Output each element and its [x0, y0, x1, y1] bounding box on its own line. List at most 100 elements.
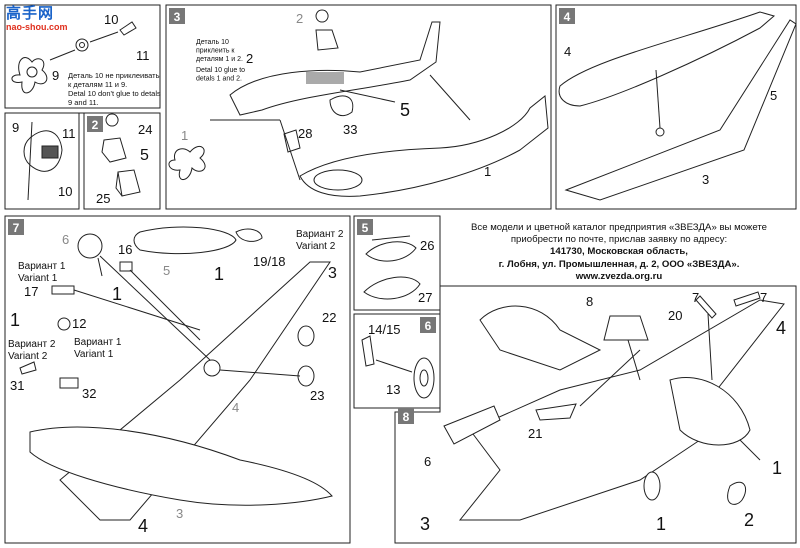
callout-5: 5 — [163, 263, 170, 278]
callout-4: 4 — [564, 44, 571, 59]
callout-6: 6 — [424, 454, 431, 469]
callout-3: 3 — [328, 265, 337, 282]
variant2a-en: Variant 2 — [296, 241, 336, 252]
callout-24: 24 — [138, 122, 152, 137]
callout-c10: 10 — [58, 184, 72, 199]
callout-1b: 1 — [656, 514, 666, 534]
info-website[interactable]: www.zvezda.org.ru — [575, 270, 663, 282]
svg-text:6: 6 — [425, 319, 432, 333]
callout-25: 25 — [96, 191, 110, 206]
propeller-part-2 — [727, 481, 746, 505]
callout-4: 4 — [776, 318, 786, 338]
callout-4: 4 — [138, 516, 148, 536]
variant1a-ru: Вариант 1 — [18, 261, 66, 272]
gear-strut-part-14 — [361, 335, 375, 367]
callout-3-grey: 3 — [176, 506, 183, 521]
panel-7-labels: 6 16 5 1 1 1 19/18 3 17 12 22 Вариант 2 … — [8, 229, 344, 536]
callout-31: 31 — [10, 378, 24, 393]
pilot-figure-drawing — [101, 113, 127, 163]
fuselage-underside-drawing — [29, 426, 333, 506]
info-line-4: г. Лобня, ул. Промышленная, д. 2, ООО «З… — [498, 258, 740, 270]
fuselage-part-1 — [299, 95, 549, 197]
callout-11: 11 — [136, 48, 150, 63]
callout-32: 32 — [82, 386, 96, 401]
callout-16: 16 — [118, 242, 132, 257]
variant2-part — [235, 228, 263, 242]
panel-5-labels: 26 27 — [418, 238, 434, 305]
callout-1a: 1 — [772, 458, 782, 478]
step-5-badge: 5 — [357, 219, 373, 235]
ordering-info: Все модели и цветной каталог предприятия… — [452, 222, 786, 283]
panel-3-fuselage — [168, 9, 549, 197]
callout-4-grey: 4 — [232, 400, 239, 415]
callout-10: 10 — [104, 12, 118, 27]
panel-7-wing-assembly — [19, 226, 333, 521]
step-badges: 2 3 4 7 5 6 8 — [8, 8, 575, 424]
antenna-part-7b — [733, 291, 761, 307]
variant2a-ru: Вариант 2 — [296, 229, 344, 240]
callout-6: 6 — [62, 232, 69, 247]
callout-7a: 7 — [692, 290, 699, 305]
panel-8-final — [443, 291, 785, 521]
panel-4-labels: 4 5 3 — [564, 44, 777, 187]
info-line-2: приобрести по почте, прислав заявку по а… — [510, 234, 728, 246]
drop-tank-part-5 — [133, 226, 237, 255]
canopy-glass-part-26 — [365, 241, 417, 262]
engine-cowl-drawing — [669, 376, 751, 446]
tail-drawing — [479, 305, 602, 371]
variant1a-en: Variant 1 — [18, 273, 58, 284]
callout-9: 9 — [52, 68, 59, 83]
svg-text:5: 5 — [362, 221, 369, 235]
callout-1-grey: 1 — [181, 128, 188, 143]
svg-text:3: 3 — [174, 10, 181, 24]
callout-1c: 1 — [10, 310, 20, 330]
callout-33: 33 — [343, 122, 357, 137]
flap-part-6 — [443, 405, 501, 445]
callout-5: 5 — [400, 100, 410, 120]
callout-27: 27 — [418, 290, 432, 305]
variant1b-ru: Вариант 1 — [74, 337, 122, 348]
pilot-seated-drawing — [315, 9, 339, 51]
step-2-badge: 2 — [87, 116, 103, 132]
callout-12: 12 — [72, 316, 86, 331]
callout-1a: 1 — [214, 264, 224, 284]
callout-23: 23 — [310, 388, 324, 403]
panel-frames — [4, 4, 797, 544]
callout-2: 2 — [744, 510, 754, 530]
callout-2: 2 — [246, 51, 253, 66]
step-7-badge: 7 — [8, 219, 24, 235]
info-line-1: Все модели и цветной каталог предприятия… — [471, 222, 767, 233]
part-12 — [57, 317, 71, 331]
svg-text:4: 4 — [564, 10, 571, 24]
step-3-badge: 3 — [169, 8, 185, 24]
callout-14-15: 14/15 — [368, 322, 401, 337]
canopy-frame-part-27 — [363, 276, 421, 300]
panel-4-wings — [558, 11, 797, 201]
panel-2-labels: 24 5 25 — [96, 122, 152, 206]
panel-2-pilot — [101, 113, 141, 197]
callout-3: 3 — [702, 172, 709, 187]
mirror-part-6 — [77, 233, 103, 259]
lower-wing-part-3 — [564, 19, 797, 201]
panel-1-propeller — [11, 21, 137, 201]
step-6-badge: 6 — [420, 317, 436, 333]
part-31 — [19, 361, 37, 375]
callout-17: 17 — [24, 284, 38, 299]
callout-2-grey: 2 — [296, 11, 303, 26]
antenna-part-7a — [695, 295, 717, 319]
flap-part-21 — [535, 403, 577, 421]
callout-26: 26 — [420, 238, 434, 253]
variant2b-ru: Вариант 2 — [8, 339, 56, 350]
panel-5-canopy — [363, 235, 421, 300]
callout-22: 22 — [322, 310, 336, 325]
part-28 — [283, 129, 301, 153]
panel-6-gear — [361, 335, 435, 399]
step-4-badge: 4 — [559, 8, 575, 24]
